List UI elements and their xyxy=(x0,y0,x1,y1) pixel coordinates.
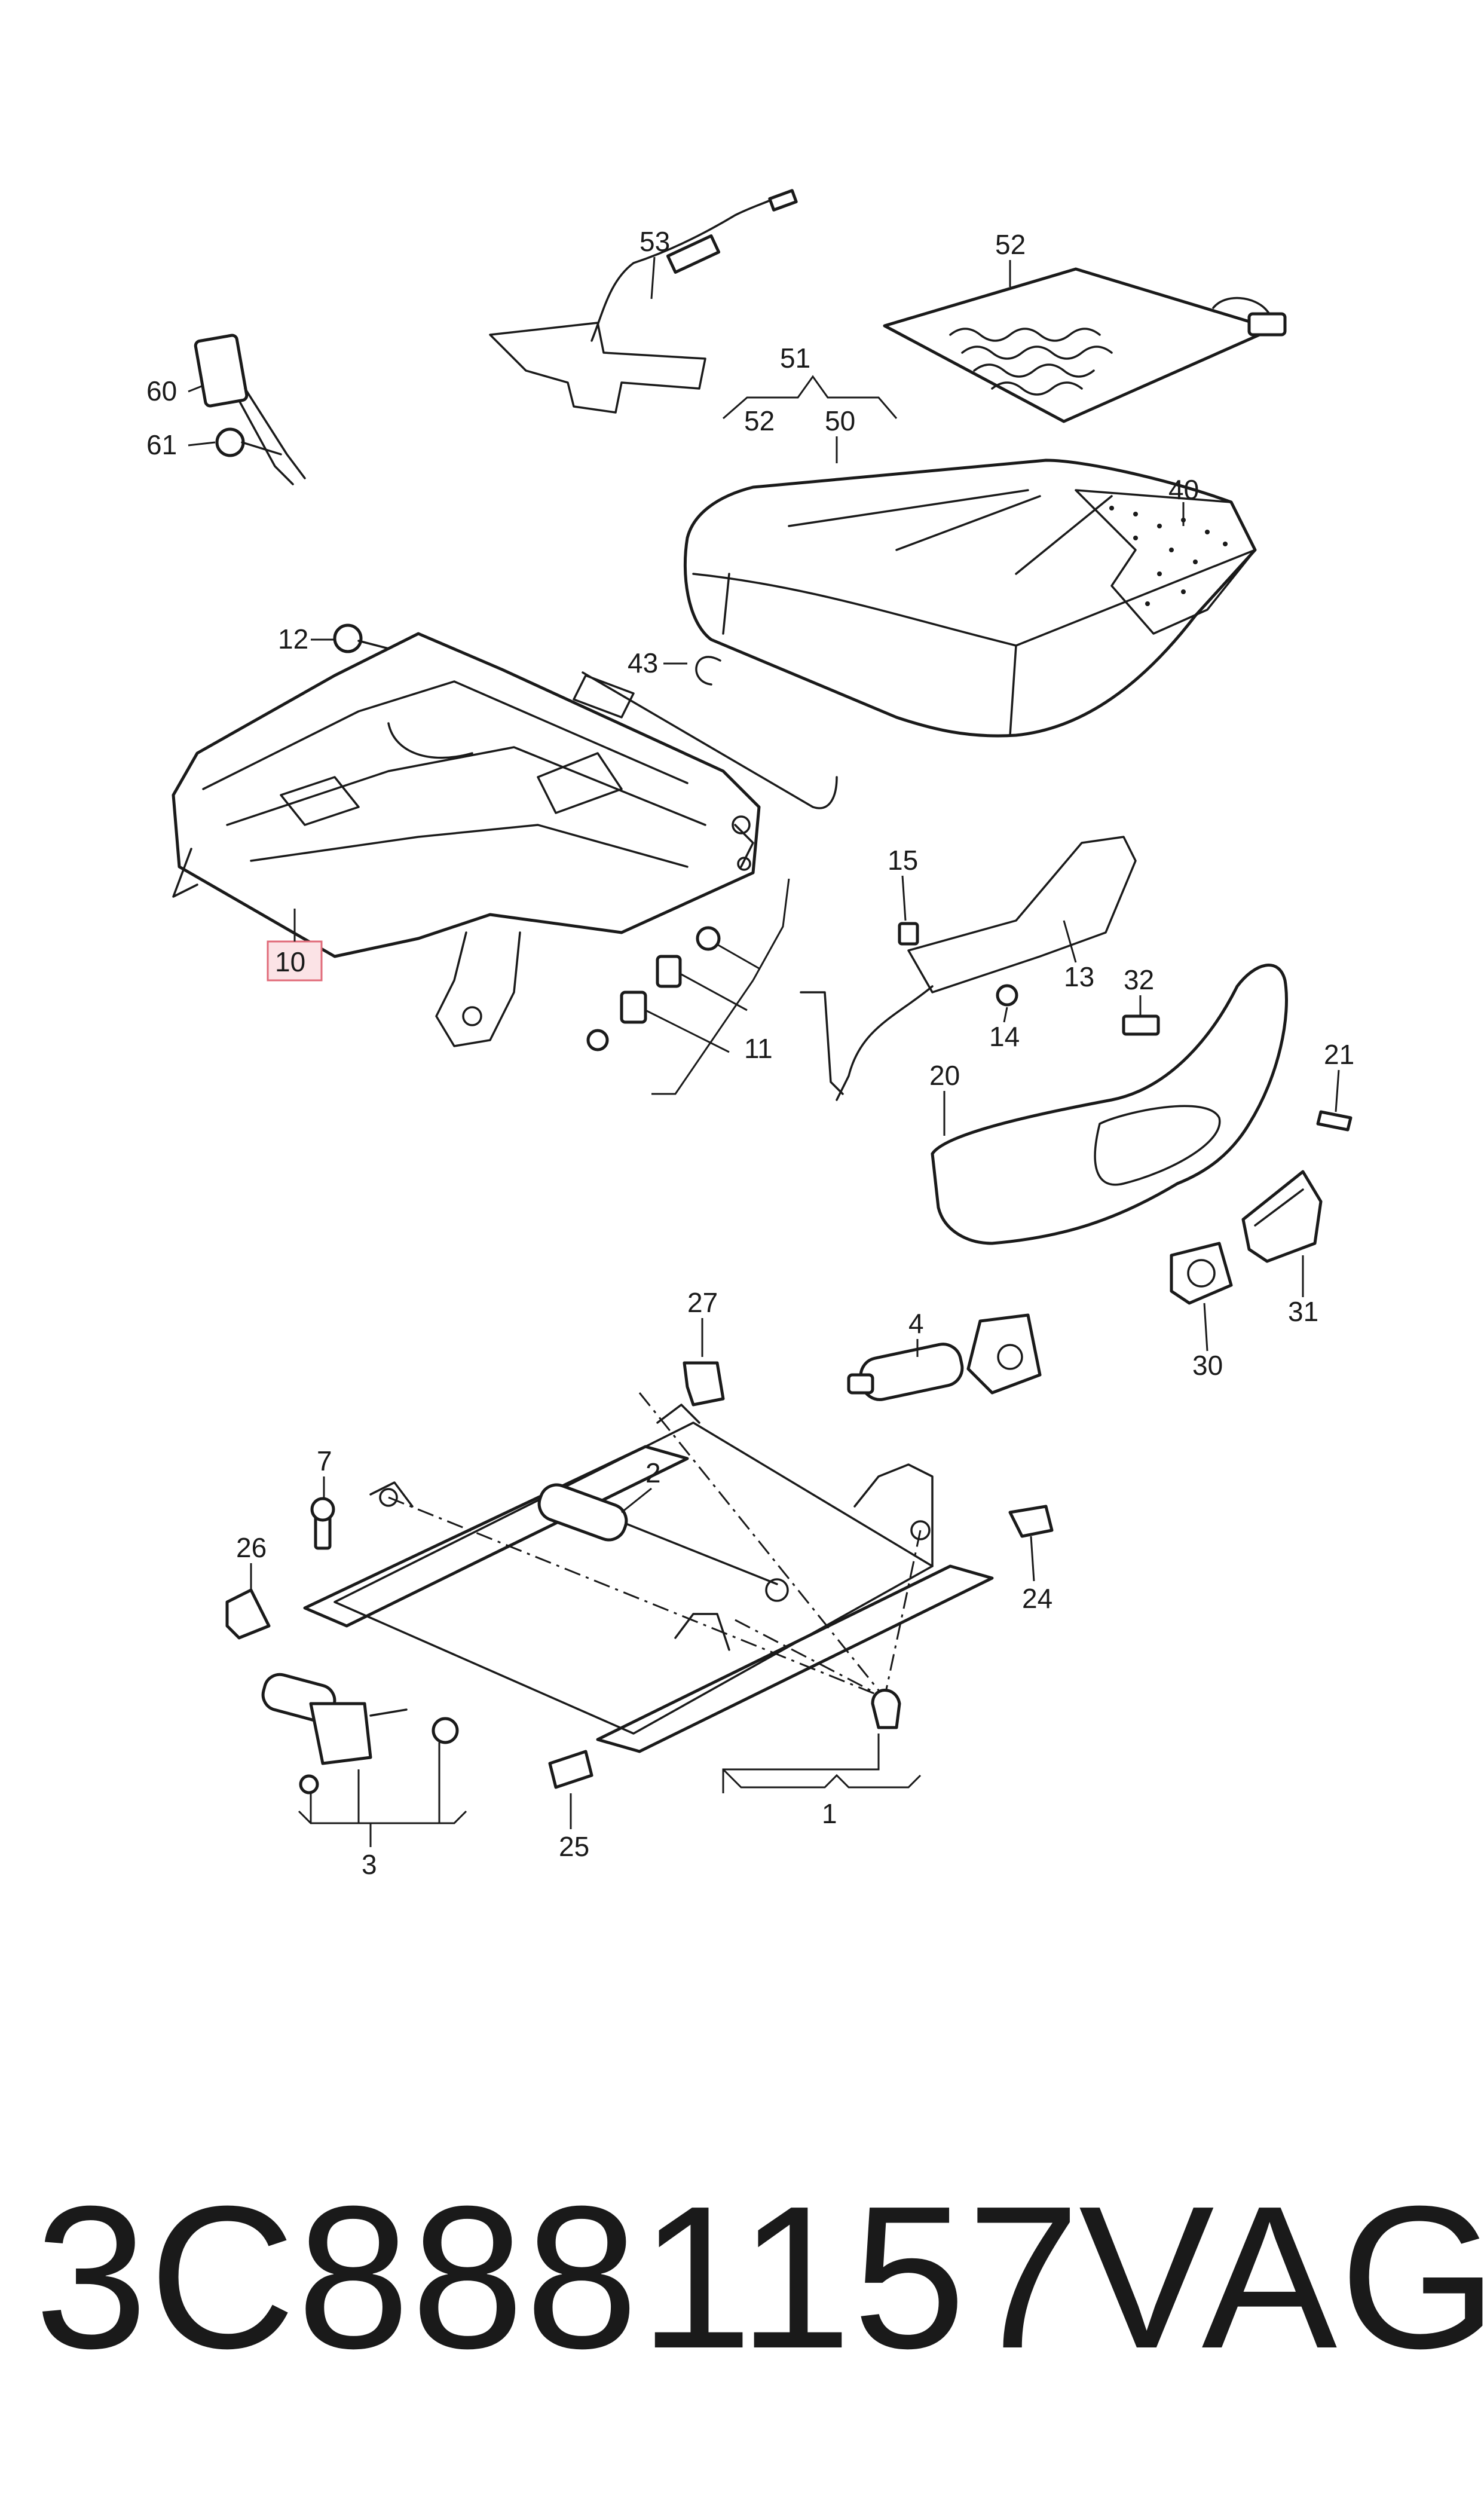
callout-label-43: 43 xyxy=(628,647,658,678)
brand-name: VAG xyxy=(1079,2164,1484,2391)
switch-knob-part xyxy=(1170,1242,1233,1305)
callout-label-7: 7 xyxy=(317,1445,332,1476)
callout-label-31: 31 xyxy=(1288,1296,1318,1327)
wiring-harness-part xyxy=(489,189,798,414)
callout-label-24: 24 xyxy=(1022,1583,1052,1614)
callout-label-26: 26 xyxy=(236,1532,267,1563)
callout-label-53: 53 xyxy=(640,226,670,257)
callout-label-52a: 52 xyxy=(995,229,1026,260)
seat-rails-part xyxy=(303,1392,994,1793)
cover-cap-part-27 xyxy=(683,1361,725,1407)
seat-parts-diagram: 10 53 52 51 52 50 40 60 61 12 43 15 13 1… xyxy=(146,189,1354,1880)
callout-label-21: 21 xyxy=(1324,1039,1354,1070)
frame-bolt-part xyxy=(333,623,390,653)
callout-label-30: 30 xyxy=(1192,1350,1223,1381)
callout-label-14: 14 xyxy=(989,1021,1020,1052)
buckle-bolt-part xyxy=(215,427,282,457)
callout-label-50: 50 xyxy=(825,405,855,436)
callout-label-25: 25 xyxy=(559,1831,589,1862)
callout-label-27: 27 xyxy=(687,1287,718,1318)
height-adjuster-motor-part xyxy=(261,1673,467,1824)
callout-label-3: 3 xyxy=(362,1849,377,1880)
callout-label-15: 15 xyxy=(888,845,918,876)
push-clip-part xyxy=(1316,1110,1353,1132)
frame-bolts-group xyxy=(586,878,790,1095)
callout-label-11: 11 xyxy=(744,1033,773,1064)
callout-labels: 10 53 52 51 52 50 40 60 61 12 43 15 13 1… xyxy=(146,226,1354,1880)
adjustment-motor-part xyxy=(847,1313,1042,1401)
callout-label-4: 4 xyxy=(908,1308,924,1339)
callout-label-2: 2 xyxy=(645,1457,661,1488)
cushion-dotted-panel xyxy=(1075,489,1256,635)
callout-label-12: 12 xyxy=(278,623,308,655)
seat-heating-mat-part xyxy=(883,267,1287,423)
seat-frame-part xyxy=(172,632,761,1047)
cover-cap-part-24 xyxy=(1008,1505,1054,1538)
callout-label-32: 32 xyxy=(1124,964,1154,995)
belt-buckle-part xyxy=(194,334,306,485)
callout-label-1: 1 xyxy=(822,1798,837,1829)
callout-label-20: 20 xyxy=(929,1060,960,1091)
part-number: 3C8881157 xyxy=(35,2164,1082,2391)
side-trim-panel-part xyxy=(931,964,1288,1245)
callout-label-60: 60 xyxy=(146,375,177,406)
callout-label-52b: 52 xyxy=(744,405,775,436)
cover-cap-part-25 xyxy=(548,1750,593,1789)
callout-label-51: 51 xyxy=(780,343,810,374)
seat-cushion-part xyxy=(683,375,1257,738)
frame-rod-part xyxy=(582,671,838,809)
cable-bracket-part xyxy=(800,836,1137,1101)
callout-label-13: 13 xyxy=(1064,961,1094,992)
retaining-clip-part xyxy=(695,656,721,686)
callout-label-10: 10 xyxy=(275,946,305,977)
callout-label-61: 61 xyxy=(146,429,177,460)
seat-switch-part xyxy=(1241,1170,1323,1263)
callout-label-40: 40 xyxy=(1168,474,1199,505)
cover-cap-part-26 xyxy=(225,1588,271,1640)
callout-10: 10 xyxy=(267,909,323,982)
